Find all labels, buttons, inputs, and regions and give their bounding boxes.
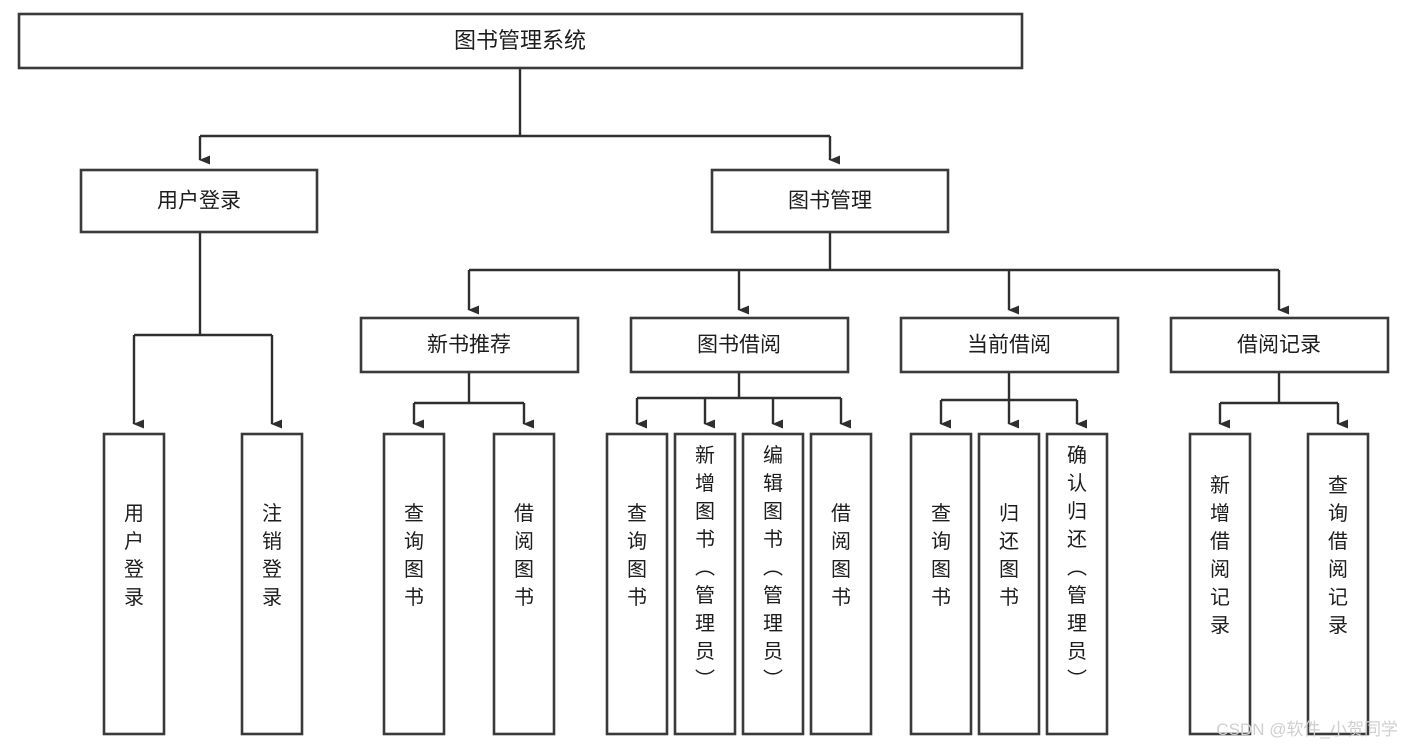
- node-leaf-borrow-book-1-label: 借阅图书: [514, 502, 534, 609]
- node-leaf-logout-label: 注销登录: [262, 502, 282, 609]
- node-leaf-return-book-box[interactable]: [977, 432, 1041, 736]
- node-current-borrow[interactable]: 当前借阅: [899, 316, 1120, 374]
- node-leaf-query-book-1-box[interactable]: [382, 432, 446, 736]
- node-leaf-query-record[interactable]: 查询借阅记录: [1306, 432, 1370, 736]
- node-leaf-borrow-book-2-box[interactable]: [809, 432, 873, 736]
- node-leaf-borrow-book-1[interactable]: 借阅图书: [492, 432, 556, 736]
- node-root-box[interactable]: [17, 12, 1024, 70]
- node-leaf-logout-box[interactable]: [240, 432, 304, 736]
- node-leaf-edit-book[interactable]: 编辑图书︵管理员︶: [741, 432, 805, 736]
- node-borrow-record[interactable]: 借阅记录: [1169, 316, 1390, 374]
- node-leaf-add-record-label: 新增借阅记录: [1210, 474, 1230, 637]
- connector-group-root: [198, 68, 840, 165]
- node-root[interactable]: 图书管理系统: [17, 12, 1024, 70]
- node-leaf-add-record-box[interactable]: [1188, 432, 1252, 736]
- node-root-label: 图书管理系统: [454, 28, 586, 53]
- node-leaf-query-book-3-box[interactable]: [909, 432, 973, 736]
- node-leaf-query-book-2-label: 查询图书: [627, 502, 647, 609]
- connector-group-book-management: [467, 232, 1289, 315]
- node-leaf-return-book[interactable]: 归还图书: [977, 432, 1041, 736]
- node-leaf-user-login[interactable]: 用户登录: [102, 432, 166, 736]
- node-leaf-edit-book-label: 编辑图书︵管理员︶: [763, 444, 783, 691]
- node-book-management[interactable]: 图书管理: [710, 168, 950, 234]
- connector-group-new-book-recommend: [412, 372, 534, 429]
- node-current-borrow-label: 当前借阅: [967, 334, 1051, 357]
- node-leaf-add-record[interactable]: 新增借阅记录: [1188, 432, 1252, 736]
- node-book-borrow-box[interactable]: [629, 316, 850, 374]
- node-leaf-query-book-3[interactable]: 查询图书: [909, 432, 973, 736]
- node-leaf-query-book-3-label: 查询图书: [931, 502, 951, 609]
- node-leaf-confirm-return-label: 确认归还︵管理员︶: [1067, 444, 1087, 691]
- node-book-borrow-label: 图书借阅: [697, 334, 781, 357]
- node-leaf-add-book-label: 新增图书︵管理员︶: [695, 444, 715, 691]
- node-user-login[interactable]: 用户登录: [79, 168, 319, 234]
- node-leaf-borrow-book-2[interactable]: 借阅图书: [809, 432, 873, 736]
- node-leaf-return-book-label: 归还图书: [999, 502, 1019, 609]
- node-book-management-label: 图书管理: [788, 190, 872, 213]
- connector-group-borrow-record: [1218, 372, 1348, 429]
- watermark-label: CSDN @软件_小贺同学: [1216, 720, 1398, 739]
- node-leaf-edit-book-box[interactable]: [741, 432, 805, 736]
- node-leaf-query-record-label: 查询借阅记录: [1328, 474, 1348, 637]
- node-borrow-record-box[interactable]: [1169, 316, 1390, 374]
- node-leaf-query-record-box[interactable]: [1306, 432, 1370, 736]
- connector-group-book-borrow: [635, 372, 851, 429]
- node-leaf-user-login-box[interactable]: [102, 432, 166, 736]
- node-new-book-recommend-box[interactable]: [359, 316, 580, 374]
- node-leaf-query-book-1[interactable]: 查询图书: [382, 432, 446, 736]
- node-leaf-query-book-1-label: 查询图书: [404, 502, 424, 609]
- node-new-book-recommend-label: 新书推荐: [427, 334, 511, 357]
- node-leaf-query-book-2[interactable]: 查询图书: [605, 432, 669, 736]
- connector-group-user-login: [132, 232, 282, 429]
- node-borrow-record-label: 借阅记录: [1237, 334, 1321, 357]
- node-leaf-user-login-label: 用户登录: [124, 503, 144, 609]
- node-new-book-recommend[interactable]: 新书推荐: [359, 316, 580, 374]
- node-leaf-confirm-return[interactable]: 确认归还︵管理员︶: [1045, 432, 1109, 736]
- connector-group-current-borrow: [939, 372, 1087, 429]
- node-leaf-logout[interactable]: 注销登录: [240, 432, 304, 736]
- node-leaf-confirm-return-box[interactable]: [1045, 432, 1109, 736]
- node-leaf-add-book[interactable]: 新增图书︵管理员︶: [673, 432, 737, 736]
- node-book-borrow[interactable]: 图书借阅: [629, 316, 850, 374]
- node-user-login-box[interactable]: [79, 168, 319, 234]
- node-leaf-add-book-box[interactable]: [673, 432, 737, 736]
- node-leaf-borrow-book-1-box[interactable]: [492, 432, 556, 736]
- node-user-login-label: 用户登录: [157, 190, 241, 213]
- node-book-management-box[interactable]: [710, 168, 950, 234]
- node-leaf-query-book-2-box[interactable]: [605, 432, 669, 736]
- node-leaf-borrow-book-2-label: 借阅图书: [831, 502, 851, 609]
- node-current-borrow-box[interactable]: [899, 316, 1120, 374]
